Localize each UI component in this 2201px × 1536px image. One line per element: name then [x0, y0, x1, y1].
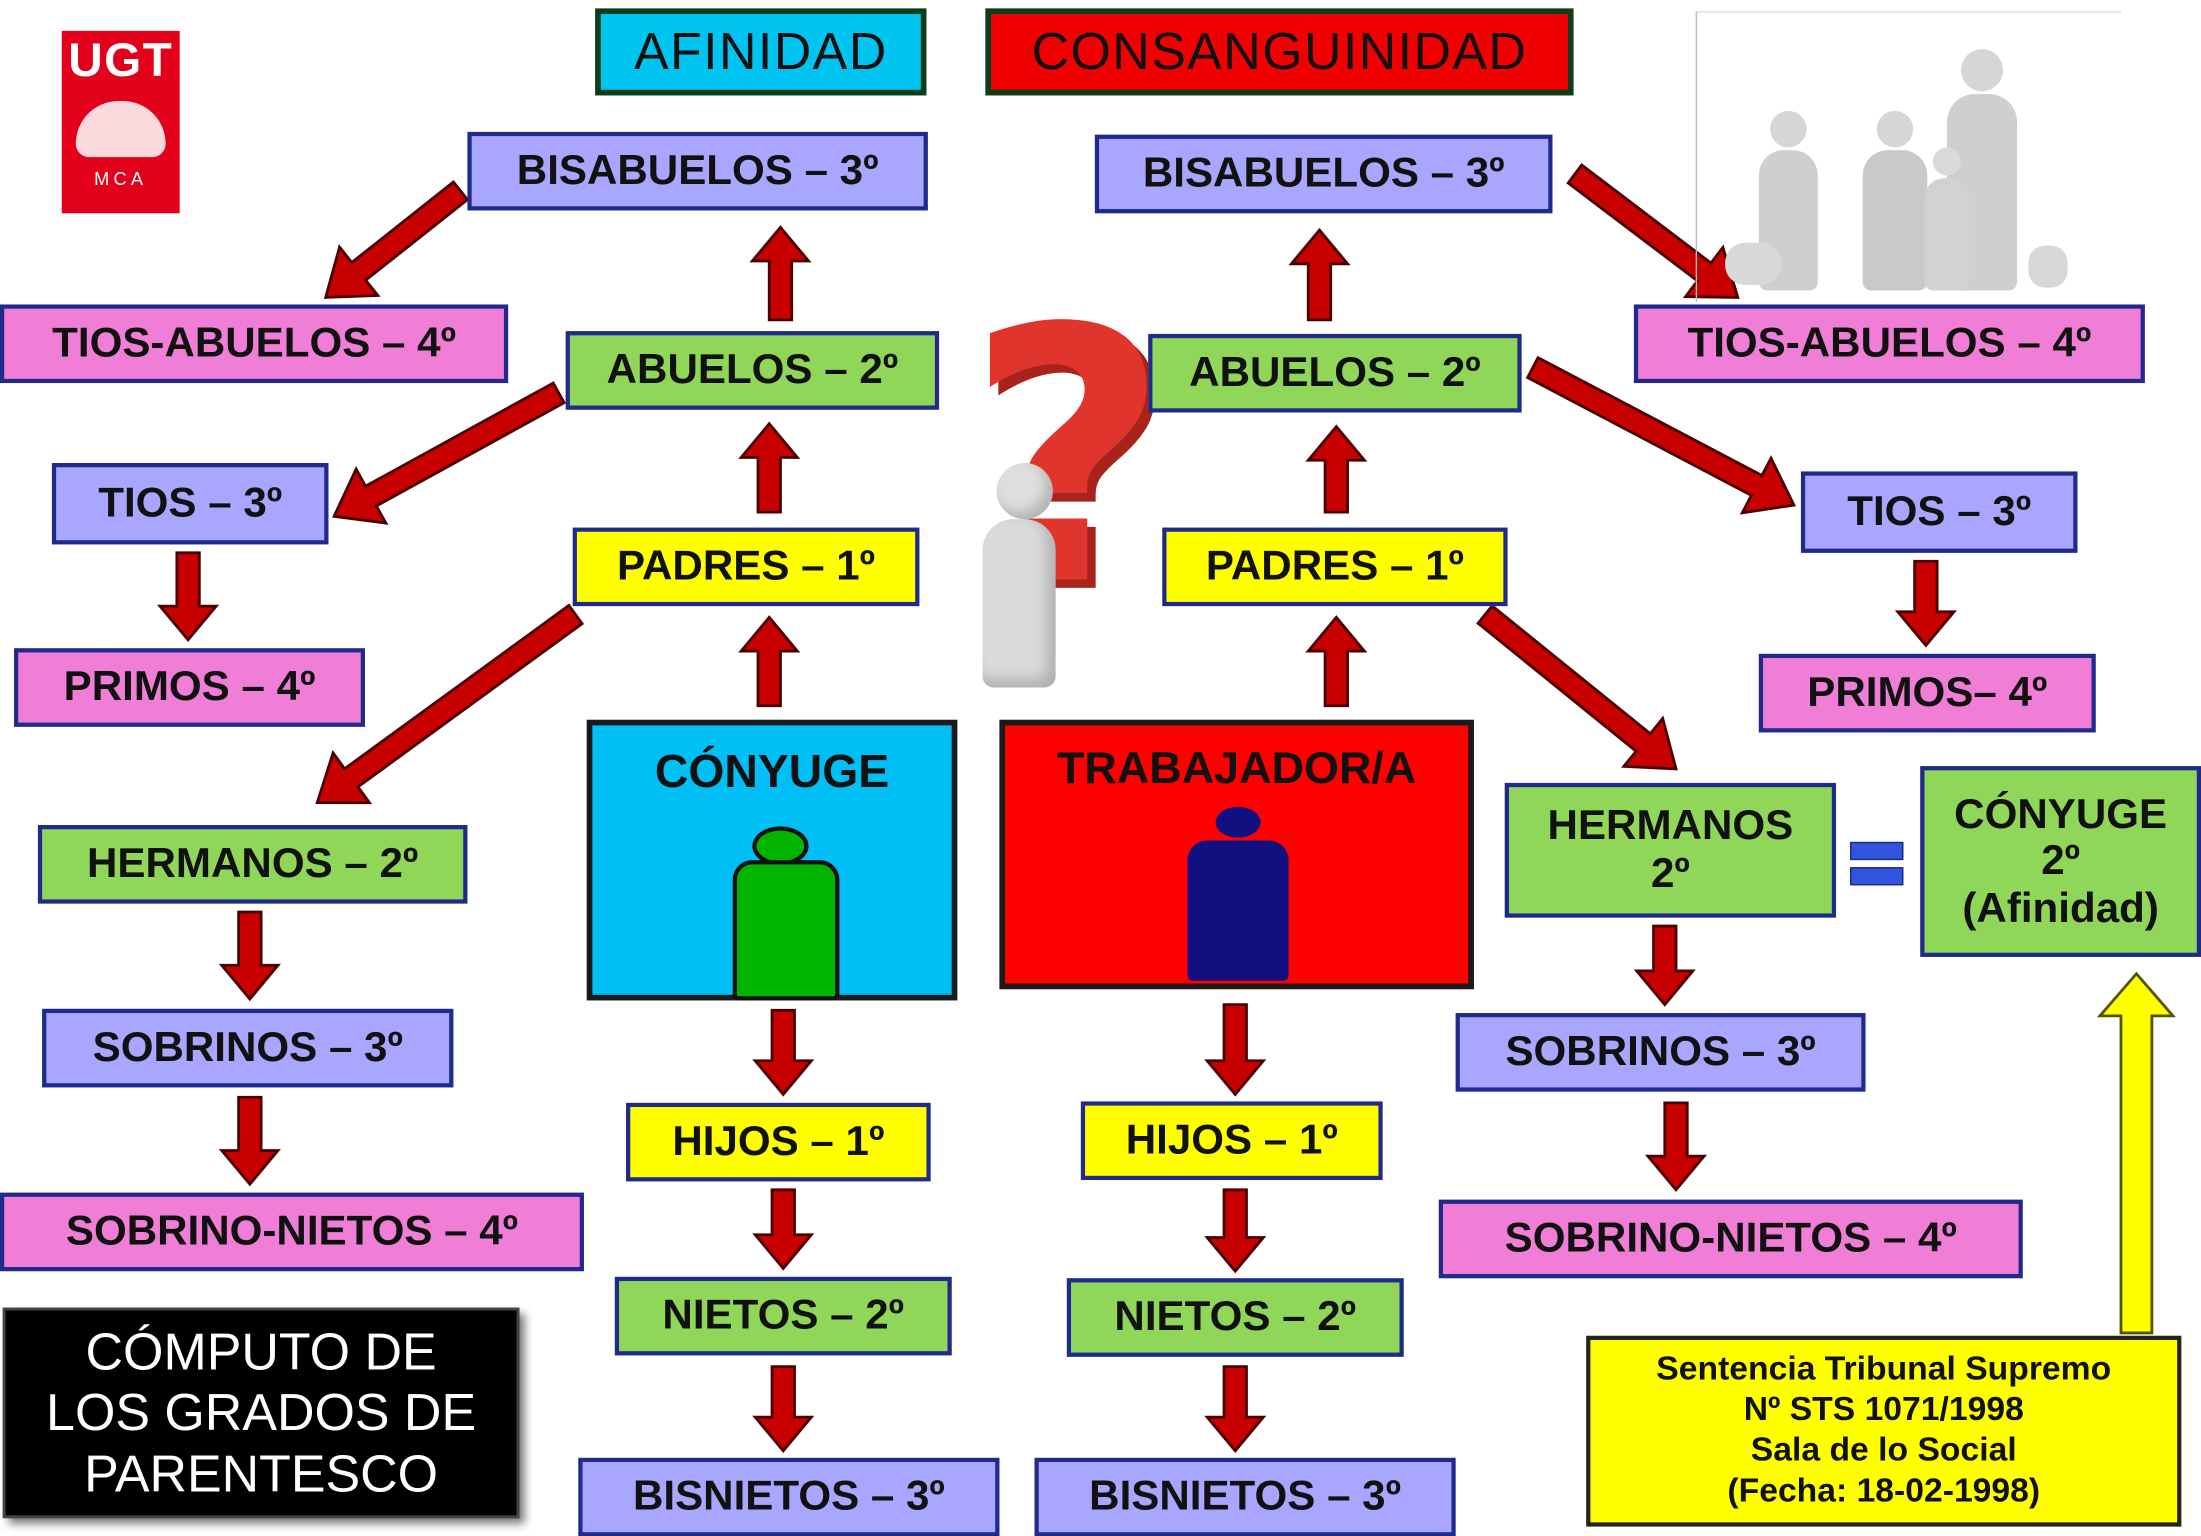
thinking-figure-icon — [996, 463, 1053, 520]
handshake-icon — [75, 101, 166, 158]
afinidad-header: AFINIDAD — [595, 8, 927, 96]
sentencia-box: Sentencia Tribunal Supremo Nº STS 1071/1… — [1586, 1335, 2182, 1527]
afinidad-hermanos-box: HERMANOS – 2º — [37, 825, 468, 904]
child-figure-icon — [1932, 147, 1961, 176]
title-line-1: CÓMPUTO DE — [85, 1322, 437, 1380]
consanguinidad-padres-box: PADRES – 1º — [1162, 527, 1508, 607]
arrow-cons-padres-up — [1305, 615, 1368, 708]
arrow-afin-to-tios — [331, 381, 567, 525]
afinidad-hijos-box: HIJOS – 1º — [626, 1102, 931, 1182]
thinking-figure-body-icon — [982, 519, 1056, 688]
afinidad-sobrino-nietos-box: SOBRINO-NIETOS – 4º — [0, 1192, 584, 1272]
arrow-afin-padres-up — [738, 615, 801, 708]
afinidad-bisabuelos-box: BISABUELOS – 3º — [467, 131, 928, 211]
blue-person-icon — [1215, 806, 1261, 838]
arrow-afin-hijos-down — [752, 1008, 815, 1097]
arrow-cons-hijos-down — [1204, 1003, 1267, 1097]
arrow-afin-hermanos-down — [218, 910, 281, 1002]
arrow-afin-to-tiosabuelos — [323, 180, 470, 299]
family-illustration — [1695, 11, 2121, 302]
consanguinidad-primos-box: PRIMOS– 4º — [1758, 653, 2096, 733]
consanguinidad-hermanos-box: HERMANOS 2º — [1504, 782, 1837, 918]
arrow-cons-bisnietos-down — [1204, 1365, 1267, 1454]
consanguinidad-abuelos-box: ABUELOS – 2º — [1148, 333, 1522, 413]
equals-bar-top — [1850, 841, 1904, 861]
ugt-logo-text: UGT — [68, 33, 174, 87]
arrow-afin-sobrinos-down — [218, 1095, 281, 1187]
conyuge-label: CÓNYUGE — [654, 745, 890, 797]
hermanos-label: HERMANOS — [1547, 803, 1794, 850]
arrow-cons-abuelos-up — [1305, 424, 1368, 514]
arrow-cons-tios-down — [1894, 559, 1957, 648]
afinidad-primos-box: PRIMOS – 4º — [14, 648, 365, 727]
child-figure-icon — [1876, 110, 1914, 148]
adult-figure-icon — [1960, 49, 2004, 92]
consanguinidad-tios-abuelos-box: TIOS-ABUELOS – 4º — [1633, 304, 2145, 384]
arrow-cons-sobrinos-down — [1644, 1101, 1708, 1193]
trabajador-label: TRABAJADOR/A — [1056, 742, 1417, 793]
conyuge-hermano-box: CÓNYUGE 2º (Afinidad) — [1920, 766, 2201, 957]
adult-figure-icon — [1770, 110, 1807, 148]
arrow-cons-bisabuelos-up — [1288, 227, 1351, 322]
afinidad-padres-box: PADRES – 1º — [572, 527, 920, 607]
ugt-logo: UGT MCA — [61, 30, 180, 214]
equals-icon — [1850, 839, 1904, 887]
conyuge-hermano-note: (Afinidad) — [1962, 885, 2159, 932]
afinidad-nietos-box: NIETOS – 2º — [614, 1276, 952, 1356]
sentencia-line-3: Sala de lo Social — [1750, 1431, 2017, 1470]
cat-icon — [2028, 245, 2068, 288]
trabajador-box: TRABAJADOR/A — [999, 719, 1474, 990]
child-body-icon — [1862, 150, 1928, 291]
arrow-cons-to-tios — [1525, 355, 1797, 515]
arrow-afin-nietos-down — [752, 1188, 815, 1271]
arrow-cons-nietos-down — [1204, 1188, 1267, 1274]
green-person-icon — [752, 826, 809, 866]
afinidad-sobrinos-box: SOBRINOS – 3º — [42, 1008, 454, 1088]
consanguinidad-sobrinos-box: SOBRINOS – 3º — [1455, 1013, 1866, 1092]
afinidad-tios-box: TIOS – 3º — [51, 463, 329, 545]
arrow-afin-bisnietos-down — [752, 1365, 815, 1454]
equals-bar-bottom — [1850, 867, 1904, 886]
question-mark-illustration: ? — [940, 283, 1179, 702]
arrow-afin-tios-down — [157, 551, 220, 643]
arrow-afin-to-hermanos — [315, 603, 585, 805]
hermanos-grade: 2º — [1650, 850, 1690, 897]
child-body-icon — [1924, 178, 1970, 291]
conyuge-hermano-grade: 2º — [2041, 837, 2081, 885]
afinidad-bisnietos-box: BISNIETOS – 3º — [578, 1457, 1000, 1536]
sentencia-line-2: Nº STS 1071/1998 — [1743, 1390, 2024, 1429]
consanguinidad-hijos-box: HIJOS – 1º — [1080, 1101, 1383, 1181]
arrow-cons-to-hermanos — [1476, 603, 1678, 771]
yellow-arrow-up — [2096, 971, 2177, 1335]
consanguinidad-bisnietos-box: BISNIETOS – 3º — [1034, 1457, 1456, 1536]
afinidad-tios-abuelos-box: TIOS-ABUELOS – 4º — [0, 304, 509, 384]
arrow-afin-bisabuelos-up — [749, 225, 812, 322]
consanguinidad-nietos-box: NIETOS – 2º — [1066, 1278, 1404, 1357]
consanguinidad-header: CONSANGUINIDAD — [985, 8, 1574, 96]
conyuge-hermano-label: CÓNYUGE — [1954, 790, 2168, 838]
title-line-3: PARENTESCO — [84, 1444, 439, 1503]
green-person-body-icon — [732, 860, 840, 1001]
consanguinidad-sobrino-nietos-box: SOBRINO-NIETOS – 4º — [1438, 1199, 2023, 1279]
blue-person-body-icon — [1187, 840, 1289, 981]
title-box: CÓMPUTO DE LOS GRADOS DE PARENTESCO — [2, 1307, 520, 1519]
consanguinidad-bisabuelos-box: BISABUELOS – 3º — [1094, 134, 1553, 214]
conyuge-box: CÓNYUGE — [586, 719, 958, 1001]
ugt-logo-subtext: MCA — [94, 168, 148, 190]
sentencia-line-1: Sentencia Tribunal Supremo — [1656, 1350, 2112, 1389]
consanguinidad-tios-box: TIOS – 3º — [1800, 471, 2078, 553]
afinidad-abuelos-box: ABUELOS – 2º — [565, 331, 940, 410]
title-line-2: LOS GRADOS DE — [46, 1383, 477, 1442]
arrow-afin-abuelos-up — [738, 421, 801, 514]
arrow-cons-hermanos-down — [1633, 924, 1696, 1007]
dog-icon — [1725, 242, 1782, 285]
sentencia-line-4: (Fecha: 18-02-1998) — [1727, 1471, 2041, 1510]
